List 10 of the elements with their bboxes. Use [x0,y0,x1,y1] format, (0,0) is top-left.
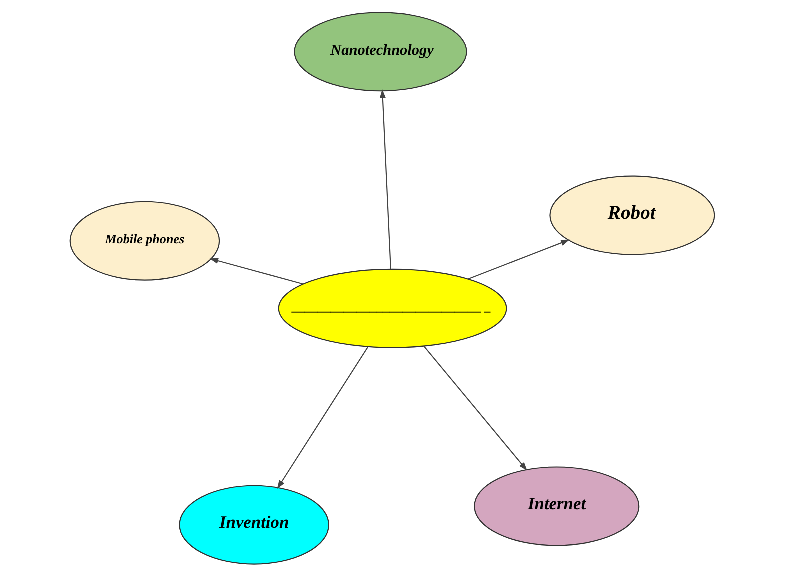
arrow [210,258,304,285]
arrow [277,347,368,490]
node-ellipse: Internet [474,466,640,546]
node-ellipse: Robot [550,176,716,256]
arrow [380,90,392,270]
node-ellipse: Invention [179,485,330,565]
node-ellipse: Nanotechnology [294,12,468,92]
node-ellipse: _____________________________ _ [278,268,508,348]
arrow [424,346,528,472]
arrow [468,240,570,280]
